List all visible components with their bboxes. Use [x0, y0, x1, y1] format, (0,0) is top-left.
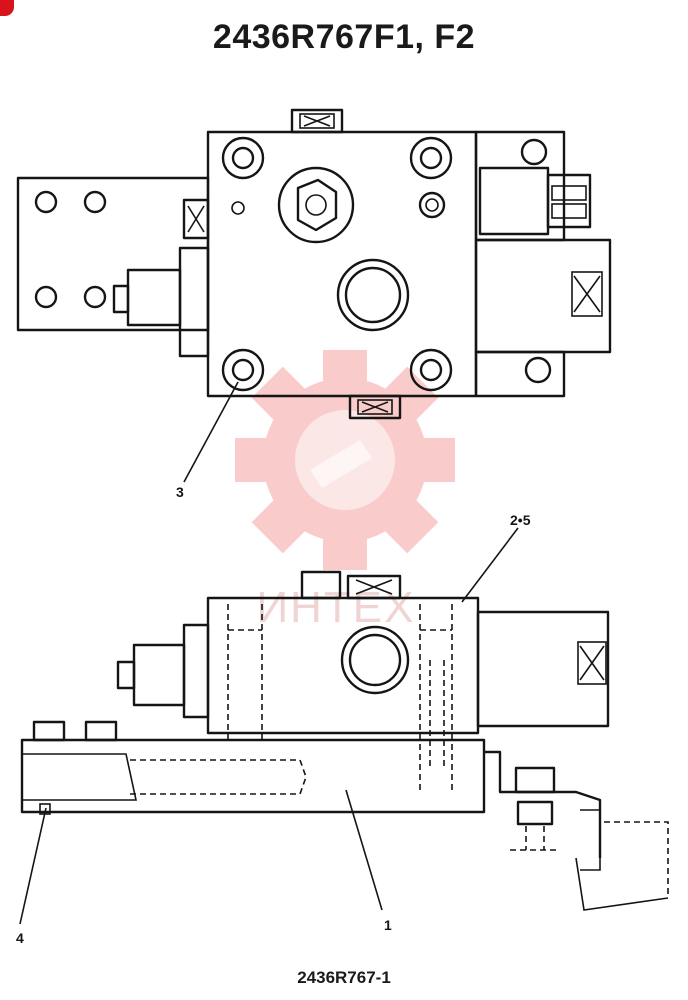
bottom-fitting [348, 394, 402, 420]
callout-2-5: 2•5 [510, 512, 531, 528]
plate-hole [34, 190, 58, 214]
sub-plate [20, 738, 486, 814]
left-solenoid [126, 268, 182, 327]
watermark-gear-logo [235, 350, 455, 570]
callout-3: 3 [176, 484, 184, 500]
right-housing [474, 130, 566, 242]
callout-4: 4 [16, 930, 24, 946]
corner-badge [0, 0, 14, 16]
mounting-bolt-3 [221, 348, 265, 392]
left-solenoid-nut [178, 246, 210, 358]
plate-hole [83, 285, 107, 309]
right-solenoid [474, 238, 612, 354]
side-view [20, 570, 669, 911]
top-view [16, 108, 612, 420]
port-top [336, 258, 410, 332]
plate-hole [34, 285, 58, 309]
leader-lines [19, 381, 519, 925]
figure-code: 2436R767-1 [297, 968, 391, 987]
page-title: 2436R767F1, F2 [212, 18, 476, 56]
port-side [340, 625, 410, 695]
top-fitting [290, 108, 344, 134]
relief-adjuster [277, 166, 355, 244]
watermark-text: ИНТЕХ [257, 583, 416, 632]
plate-hole [83, 190, 107, 214]
callout-1: 1 [384, 917, 392, 933]
